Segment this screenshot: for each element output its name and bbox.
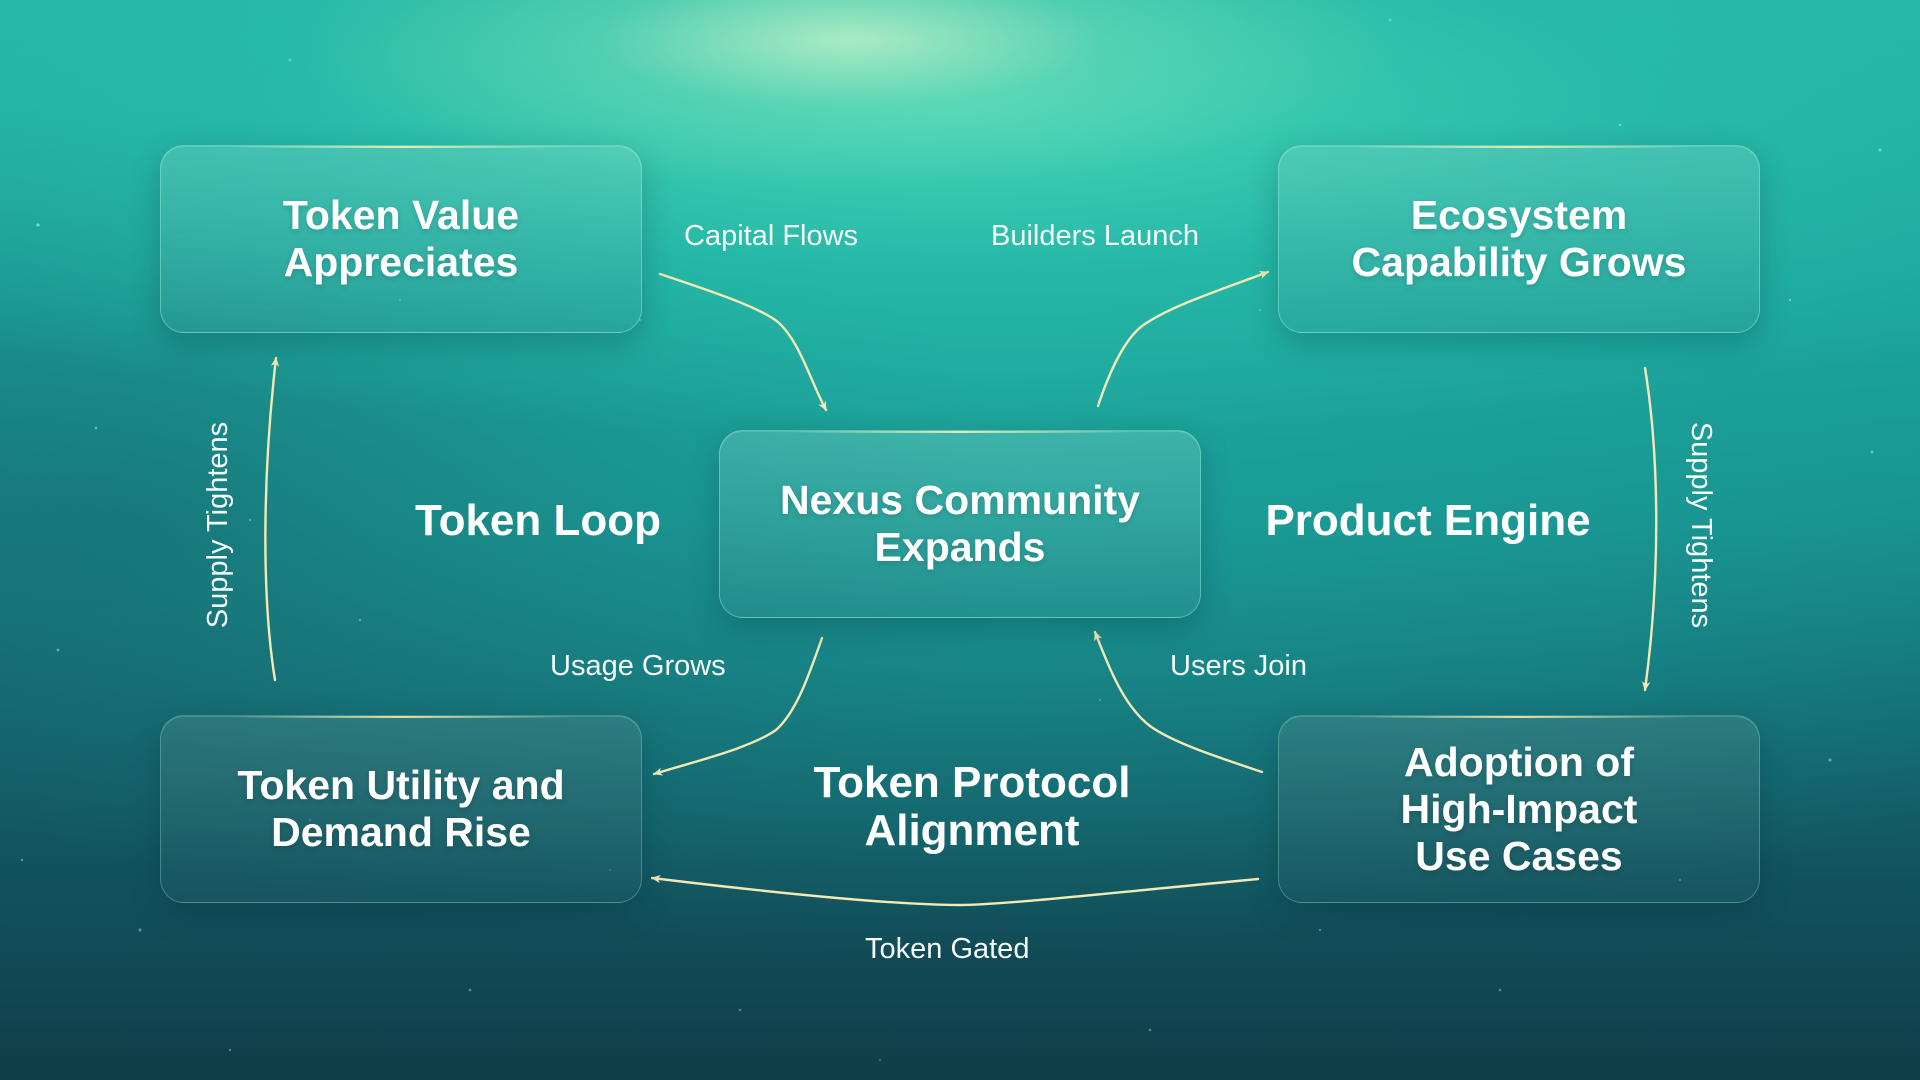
edge-label-builders-launch: Builders Launch [991,220,1199,252]
node-title: Ecosystem Capability Grows [1351,192,1687,285]
arrow-usage-grows [652,636,824,776]
arrow-users-join [1093,630,1264,774]
edge-label-users-join: Users Join [1170,650,1307,682]
node-title: Token Utility and Demand Rise [237,762,565,855]
arrow-supply-tightens-left [264,356,280,682]
arrow-token-gated [650,874,1260,907]
edge-label-supply-tightens-right: Supply Tightens [1685,421,1717,629]
edge-label-usage-grows: Usage Grows [550,650,726,682]
node-title: Nexus Community Expands [780,477,1140,570]
edge-label-capital-flows: Capital Flows [684,220,859,252]
edge-label-token-gated: Token Gated [865,933,1030,965]
node-adoption-of-high-impact-use-cases: Adoption of High-Impact Use Cases [1278,715,1760,903]
loop-label-token-protocol-alignment: Token Protocol Alignment [813,758,1131,855]
node-title: Adoption of High-Impact Use Cases [1400,738,1638,879]
edge-label-supply-tightens-left: Supply Tightens [202,421,234,629]
node-token-value-appreciates: Token Value Appreciates [160,145,642,333]
node-nexus-community-expands: Nexus Community Expands [719,430,1201,618]
arrow-capital-flows [658,272,828,412]
node-title: Token Value Appreciates [282,192,520,285]
arrow-supply-tightens-right [1641,366,1658,692]
node-ecosystem-capability-grows: Ecosystem Capability Grows [1278,145,1760,333]
arrow-builders-launch [1096,270,1270,408]
loop-label-product-engine: Product Engine [1265,496,1591,545]
loop-label-token-loop: Token Loop [414,496,662,545]
node-token-utility-and-demand-rise: Token Utility and Demand Rise [160,715,642,903]
